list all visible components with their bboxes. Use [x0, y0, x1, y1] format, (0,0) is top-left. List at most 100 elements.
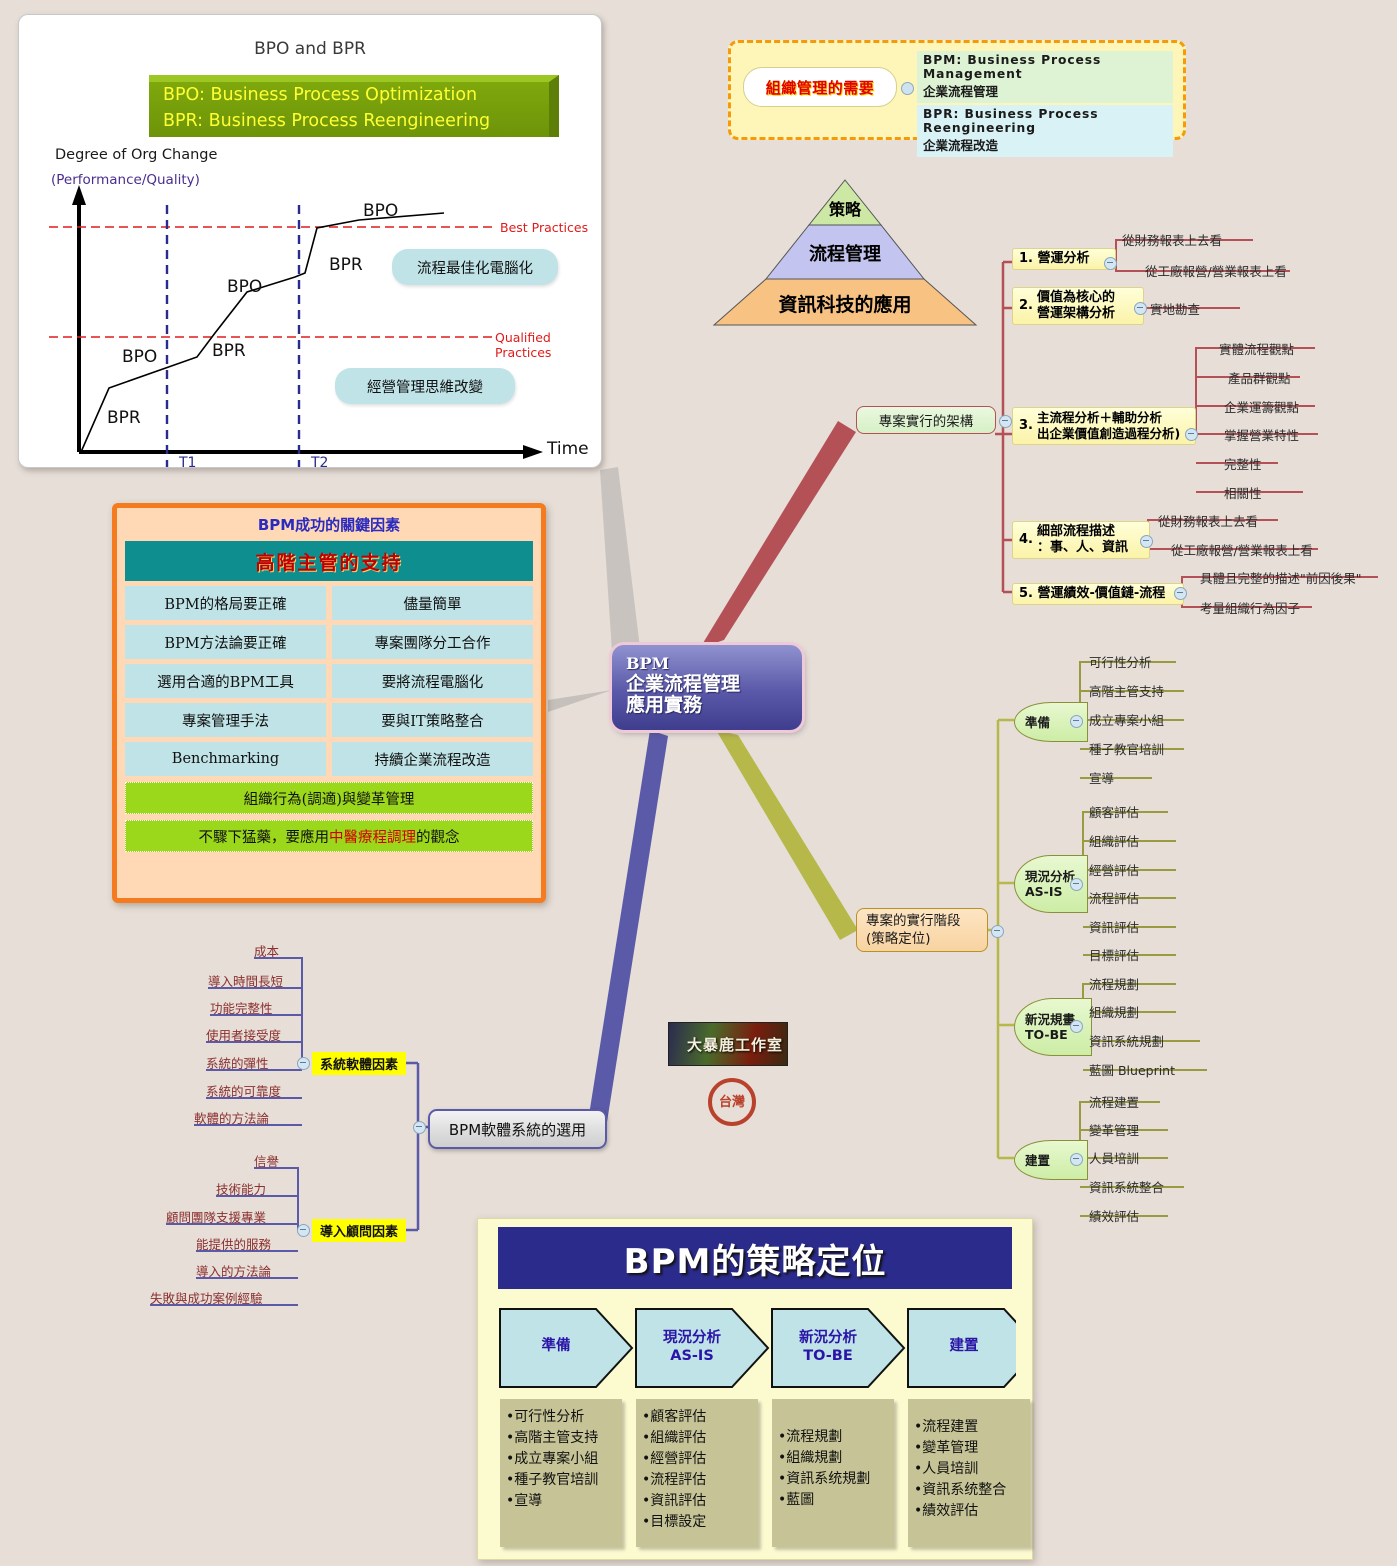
collapse-icon-item-3[interactable]	[1185, 428, 1198, 441]
framework-item-3-child-2[interactable]: 產品群觀點	[1228, 371, 1291, 386]
bpm-pyramid: 策略 流程管理 資訊科技的應用	[680, 178, 1010, 328]
kpi-cell: 要與IT策略整合	[332, 703, 533, 737]
phase-build-child-1[interactable]: 流程建置	[1089, 1095, 1140, 1110]
phase-prepare-child-2[interactable]: 高階主管支持	[1089, 684, 1165, 699]
phase-build-child-3[interactable]: 人員培訓	[1089, 1151, 1140, 1166]
kpi-green-suffix: 的觀念	[416, 829, 460, 846]
phase-stage-build[interactable]: 建置	[1014, 1140, 1088, 1180]
phase-asis-child-4[interactable]: 流程評估	[1089, 891, 1140, 906]
software-system-child-5[interactable]: 系統的彈性	[206, 1056, 269, 1071]
framework-item-1[interactable]: 1. 營運分析	[1012, 248, 1116, 270]
callout-management-mindset: 經營管理思維改變	[335, 368, 515, 404]
framework-item-3-child-6[interactable]: 相關性	[1224, 486, 1262, 501]
phase-prepare-child-5[interactable]: 宣導	[1089, 771, 1115, 786]
collapse-icon-framework[interactable]	[999, 415, 1012, 428]
collapse-icon-item-4[interactable]	[1140, 535, 1153, 548]
framework-item-3-child-4[interactable]: 掌握營業特性	[1224, 428, 1300, 443]
collapse-icon-software[interactable]	[413, 1121, 426, 1134]
kpi-cell: 專案管理手法	[125, 703, 326, 737]
software-system-child-4[interactable]: 使用者接受度	[206, 1028, 282, 1043]
framework-item-3-child-1[interactable]: 實體流程觀點	[1219, 342, 1295, 357]
framework-item-5-child-1[interactable]: 具體且完整的描述"前因後果"	[1200, 571, 1362, 586]
software-consultant-child-5[interactable]: 導入的方法論	[196, 1264, 272, 1279]
phase-tobe-child-2[interactable]: 組織規劃	[1089, 1005, 1140, 1020]
segment-label-bpo-2: BPO	[227, 277, 263, 297]
kpi-panel-title: BPM成功的關鍵因素	[257, 516, 401, 534]
phase-prepare-child-1[interactable]: 可行性分析	[1089, 655, 1152, 670]
phase-asis-child-1[interactable]: 顧客評估	[1089, 805, 1140, 820]
phase-tobe-child-4[interactable]: 藍圖 Blueprint	[1089, 1063, 1176, 1078]
legend-row-bpm: BPM: Business Process Management 企業流程管理	[917, 51, 1173, 103]
software-consultant-child-3[interactable]: 顧問團隊支援專業	[166, 1210, 267, 1225]
framework-item-3[interactable]: 3. 主流程分析＋輔助分析 出企業價值創造過程分析)	[1012, 407, 1196, 445]
collapse-icon-stage-tobe[interactable]	[1070, 1020, 1083, 1033]
collapse-icon-group-system[interactable]	[297, 1057, 310, 1070]
framework-item-2-child-1[interactable]: 實地勘查	[1150, 302, 1201, 317]
software-system-child-3[interactable]: 功能完整性	[210, 1001, 273, 1016]
phase-asis-child-6[interactable]: 目標評估	[1089, 948, 1140, 963]
framework-item-4[interactable]: 4. 細部流程描述 ：事、人、資訊	[1012, 521, 1150, 559]
branch-software-label[interactable]: BPM軟體系統的選用	[428, 1109, 607, 1149]
chart-title: BPO and BPR	[254, 39, 366, 59]
software-consultant-child-6[interactable]: 失敗與成功案例經驗	[150, 1291, 263, 1306]
phase-asis-child-2[interactable]: 組織評估	[1089, 834, 1140, 849]
phase-prepare-child-3[interactable]: 成立專案小組	[1089, 713, 1165, 728]
org-management-need-pill: 組織管理的需要	[743, 67, 897, 107]
kpi-green-row-2: 不驟下猛藥，要應用 中醫療程調理 的觀念	[125, 820, 533, 852]
framework-item-5-child-2[interactable]: 考量組織行為因子	[1200, 601, 1301, 616]
strategy-column-4: •流程建置 •變革管理 •人員培訓 •資訊系统整合 •績效評估	[908, 1399, 1030, 1547]
framework-item-4-child-2[interactable]: 從工廠報營/營業報表上看	[1171, 543, 1313, 558]
collapse-icon-stage-asis[interactable]	[1070, 878, 1083, 891]
bpo-bpr-definition-box: BPO: Business Process Optimization BPR: …	[149, 75, 559, 137]
pyramid-shape	[712, 179, 978, 326]
chart-plot	[49, 185, 543, 467]
software-system-child-6[interactable]: 系統的可靠度	[206, 1084, 282, 1099]
software-group-system[interactable]: 系統軟體因素	[312, 1052, 407, 1075]
collapse-icon-item-1[interactable]	[1104, 257, 1117, 270]
strategy-phase-label-4: 建置	[949, 1338, 979, 1354]
strategy-arrow-row	[499, 1308, 1016, 1388]
framework-item-3-child-5[interactable]: 完整性	[1224, 457, 1262, 472]
branch-framework-label[interactable]: 專案實行的架構	[856, 406, 996, 434]
framework-item-1-child-2[interactable]: 從工廠報營/營業報表上看	[1145, 264, 1287, 279]
branch-phases-label[interactable]: 專案的實行階段 (策略定位)	[856, 908, 988, 952]
phase-build-child-4[interactable]: 資訊系統整合	[1089, 1180, 1165, 1195]
software-group-consultant[interactable]: 導入顧問因素	[312, 1219, 407, 1242]
framework-item-2[interactable]: 2. 價值為核心的 營運架構分析	[1012, 287, 1144, 325]
kpi-green-highlight: 中醫療程調理	[329, 829, 416, 846]
phase-asis-child-3[interactable]: 經營評估	[1089, 863, 1140, 878]
pyramid-level-it: 資訊科技的應用	[778, 294, 912, 316]
collapse-icon-item-5[interactable]	[1174, 587, 1187, 600]
phase-asis-child-5[interactable]: 資訊評估	[1089, 920, 1140, 935]
collapse-icon-stage-prepare[interactable]	[1070, 715, 1083, 728]
phase-prepare-child-4[interactable]: 種子教官培訓	[1089, 742, 1165, 757]
phase-tobe-child-1[interactable]: 流程規劃	[1089, 977, 1140, 992]
tick-t1: T1	[179, 455, 197, 471]
phase-tobe-child-3[interactable]: 資訊系統規劃	[1089, 1034, 1165, 1049]
framework-item-1-child-1[interactable]: 從財務報表上去看	[1122, 233, 1223, 248]
collapse-icon-phases[interactable]	[991, 925, 1004, 938]
framework-item-4-child-1[interactable]: 從財務報表上去看	[1158, 514, 1259, 529]
strategy-column-2: •顧客評估 •組織評估 •經營評估 •流程評估 •資訊評估 •目標設定	[636, 1399, 758, 1547]
software-consultant-child-1[interactable]: 信譽	[254, 1154, 280, 1169]
phase-build-child-2[interactable]: 變革管理	[1089, 1123, 1140, 1138]
software-system-child-2[interactable]: 導入時間長短	[208, 974, 284, 989]
software-consultant-child-2[interactable]: 技術能力	[216, 1182, 267, 1197]
phase-build-child-5[interactable]: 績效評估	[1089, 1209, 1140, 1224]
collapse-icon-group-consultant[interactable]	[297, 1224, 310, 1237]
framework-item-3-child-3[interactable]: 企業運籌觀點	[1224, 400, 1300, 415]
legend-bpm-en: BPM: Business Process Management	[923, 53, 1102, 81]
phase-stage-tobe[interactable]: 新況規畫 TO-BE	[1014, 998, 1092, 1056]
kpi-cell: Benchmarking	[125, 742, 326, 776]
collapse-icon-stage-build[interactable]	[1070, 1153, 1083, 1166]
central-node[interactable]: BPM 企業流程管理 應用實務	[612, 645, 802, 730]
software-system-child-7[interactable]: 軟體的方法論	[194, 1111, 270, 1126]
collapse-icon-item-2[interactable]	[1134, 302, 1147, 315]
software-consultant-child-4[interactable]: 能提供的服務	[196, 1237, 272, 1252]
strategy-column-1: •可行性分析 •高階主管支持 •成立專案小組 •種子教官培訓 •宣導	[500, 1399, 622, 1547]
framework-item-5[interactable]: 5. 營運績效-價值鏈-流程	[1012, 583, 1184, 605]
collapse-icon[interactable]	[901, 82, 914, 95]
software-system-child-1[interactable]: 成本	[254, 944, 280, 959]
kpi-cell: 持續企業流程改造	[332, 742, 533, 776]
